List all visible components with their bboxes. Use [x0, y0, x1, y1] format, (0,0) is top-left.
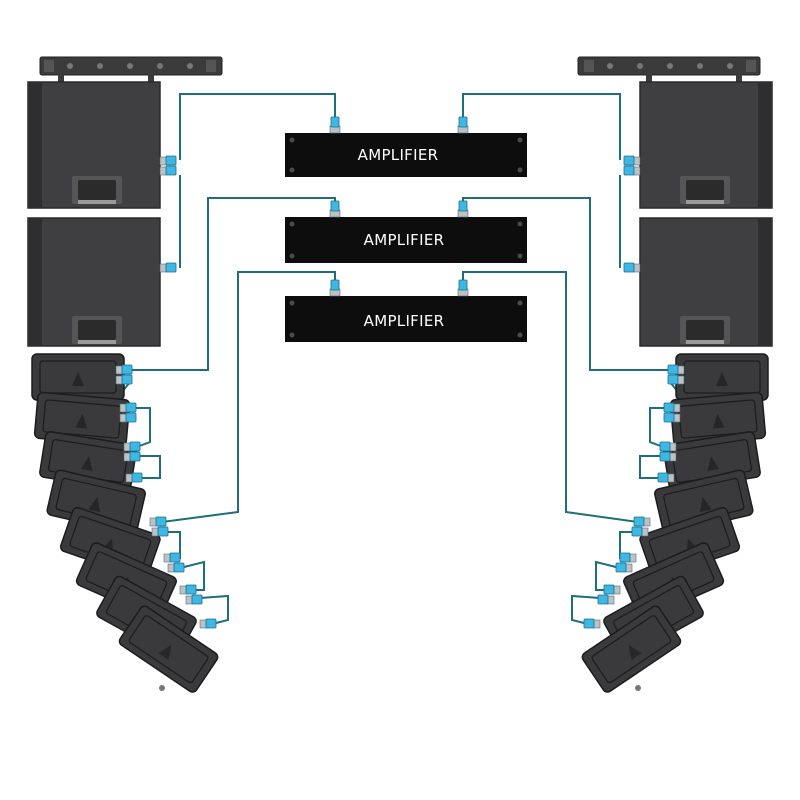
left-subwoofer-2 — [27, 217, 161, 347]
amplifier-2: AMPLIFIER — [285, 217, 527, 263]
left-subwoofer-1 — [27, 81, 161, 209]
cable-right-array-chain-6 — [571, 594, 601, 625]
speakon-connector-icon — [667, 374, 685, 385]
speakon-connector-icon — [119, 412, 137, 423]
triangle-logo-icon — [72, 372, 84, 386]
right-subwoofer-2 — [639, 217, 773, 347]
triangle-logo-icon — [75, 414, 88, 429]
cable-left-array-chain-2 — [133, 407, 151, 449]
speakon-connector-icon — [583, 618, 601, 629]
speakon-connector-icon — [603, 584, 621, 595]
speakon-connector-icon — [159, 165, 177, 176]
cable-left-array-chain-6 — [199, 594, 229, 625]
triangle-logo-icon — [628, 645, 642, 660]
cable-left-array-chain-5 — [179, 560, 205, 591]
triangle-logo-icon — [707, 456, 720, 471]
amplifier-1: AMPLIFIER — [285, 133, 527, 177]
speakon-connector-icon — [115, 374, 133, 385]
speakon-connector-icon — [115, 364, 133, 375]
amplifier-label: AMPLIFIER — [364, 312, 445, 330]
speakon-connector-icon — [457, 200, 469, 218]
speakon-connector-icon — [667, 364, 685, 375]
cable-amp3-left-array — [161, 271, 336, 523]
speakon-connector-icon — [179, 584, 197, 595]
speakon-connector-icon — [149, 516, 167, 527]
speakon-connector-icon — [633, 516, 651, 527]
right-subwoofer-stack — [577, 56, 773, 347]
triangle-logo-icon — [716, 372, 728, 386]
speakon-connector-icon — [163, 552, 181, 563]
speakon-connector-icon — [329, 116, 341, 134]
speakon-connector-icon — [659, 441, 677, 452]
right-array-box-8 — [581, 605, 682, 693]
speakon-connector-icon — [663, 402, 681, 413]
right-array-rigging-point — [635, 685, 641, 691]
amplifier-3: AMPLIFIER — [285, 296, 527, 342]
speakon-connector-icon — [159, 155, 177, 166]
cable-right-array-chain-2 — [649, 407, 667, 449]
speakon-connector-icon — [185, 594, 203, 605]
speakon-connector-icon — [329, 279, 341, 297]
speakon-connector-icon — [659, 451, 677, 462]
speakon-connector-icon — [663, 412, 681, 423]
speakon-connector-icon — [631, 526, 649, 537]
speakon-connector-icon — [457, 279, 469, 297]
speakon-connector-icon — [457, 116, 469, 134]
speakon-connector-icon — [125, 472, 143, 483]
triangle-logo-icon — [699, 497, 712, 513]
amplifier-label: AMPLIFIER — [364, 231, 445, 249]
left-array-rigging-point — [159, 685, 165, 691]
speakon-connector-icon — [329, 200, 341, 218]
right-flybar — [577, 56, 761, 84]
speakon-connector-icon — [623, 155, 641, 166]
speakon-connector-icon — [657, 472, 675, 483]
triangle-logo-icon — [80, 456, 93, 471]
speakon-connector-icon — [615, 562, 633, 573]
cable-amp1-right-sub1 — [462, 93, 621, 160]
speakon-connector-icon — [119, 402, 137, 413]
amplifier-label: AMPLIFIER — [358, 146, 439, 164]
left-flybar — [39, 56, 223, 84]
right-line-array — [581, 353, 769, 693]
speakon-connector-icon — [597, 594, 615, 605]
cable-right-array-chain-5 — [595, 560, 621, 591]
speakon-connector-icon — [159, 262, 177, 273]
triangle-logo-icon — [158, 645, 172, 660]
left-subwoofer-stack — [27, 56, 223, 347]
speakon-connector-icon — [199, 618, 217, 629]
right-subwoofer-1 — [639, 81, 773, 209]
connectors — [115, 116, 685, 629]
left-array-box-8 — [118, 605, 219, 693]
speakon-connector-icon — [167, 562, 185, 573]
speakon-connector-icon — [123, 451, 141, 462]
speakon-connector-icon — [623, 165, 641, 176]
speakon-connector-icon — [123, 441, 141, 452]
speakon-connector-icon — [151, 526, 169, 537]
left-line-array — [31, 353, 219, 693]
triangle-logo-icon — [712, 414, 725, 429]
triangle-logo-icon — [88, 497, 101, 513]
cable-amp1-left-sub1 — [179, 93, 336, 160]
cable-left-array-chain-3 — [138, 455, 161, 479]
cable-right-array-chain-3 — [639, 455, 662, 479]
speakon-connector-icon — [623, 262, 641, 273]
speakon-connector-icon — [619, 552, 637, 563]
cable-amp3-right-array — [462, 271, 639, 523]
